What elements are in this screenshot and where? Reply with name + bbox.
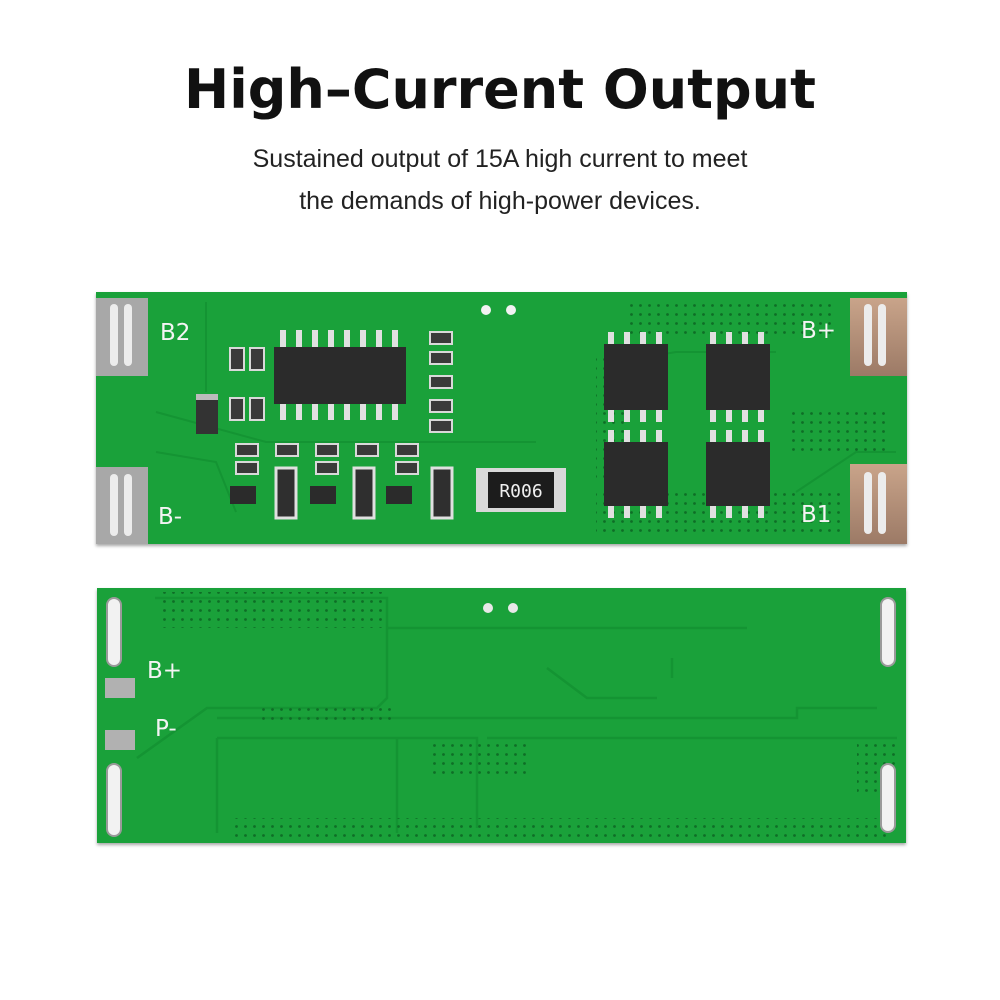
test-point <box>506 305 516 315</box>
via-field <box>157 592 387 628</box>
label-b-minus: B- <box>158 504 183 530</box>
smd-resistor-column <box>429 331 453 433</box>
via-field <box>232 818 892 838</box>
solder-pad-b2 <box>96 298 148 376</box>
subtitle-line-2: the demands of high-power devices. <box>299 187 701 215</box>
slot-pad-left-top <box>106 597 122 667</box>
label-p-minus: P- <box>155 716 177 742</box>
subtitle-line-1: Sustained output of 15A high current to … <box>252 145 748 173</box>
smd-parts-row <box>230 443 454 520</box>
solder-pad-b-plus <box>850 298 907 376</box>
test-point <box>508 603 518 613</box>
diode <box>196 394 218 434</box>
pcb-top-artwork: R006 <box>96 298 907 544</box>
via-field <box>427 738 527 778</box>
label-b2: B2 <box>160 320 191 346</box>
label-b-plus-bottom: B+ <box>147 658 183 684</box>
smd-resistor-group <box>229 347 265 421</box>
solder-pad-b1 <box>850 464 907 544</box>
label-b-plus: B+ <box>801 318 837 344</box>
pad-p-minus <box>105 730 135 750</box>
test-point <box>481 305 491 315</box>
test-point <box>483 603 493 613</box>
svg-text:R006: R006 <box>499 481 542 502</box>
slot-pad-right-bottom <box>880 763 896 833</box>
slot-pad-right-top <box>880 597 896 667</box>
label-b1: B1 <box>801 502 832 528</box>
protection-ic <box>274 330 406 420</box>
solder-pad-b-minus <box>96 467 148 544</box>
via-field <box>786 412 886 452</box>
mosfet-array <box>604 332 770 518</box>
sense-resistor: R006 <box>476 468 566 512</box>
pcb-bottom-artwork <box>105 592 897 838</box>
pcb-board-bottom: B+ P- <box>97 588 906 843</box>
slot-pad-left-bottom <box>106 763 122 837</box>
page-title: High–Current Output <box>184 58 816 121</box>
pcb-board-top: R006 B2 B- B+ B1 <box>96 292 907 544</box>
via-field <box>257 708 397 720</box>
pad-b-plus <box>105 678 135 698</box>
